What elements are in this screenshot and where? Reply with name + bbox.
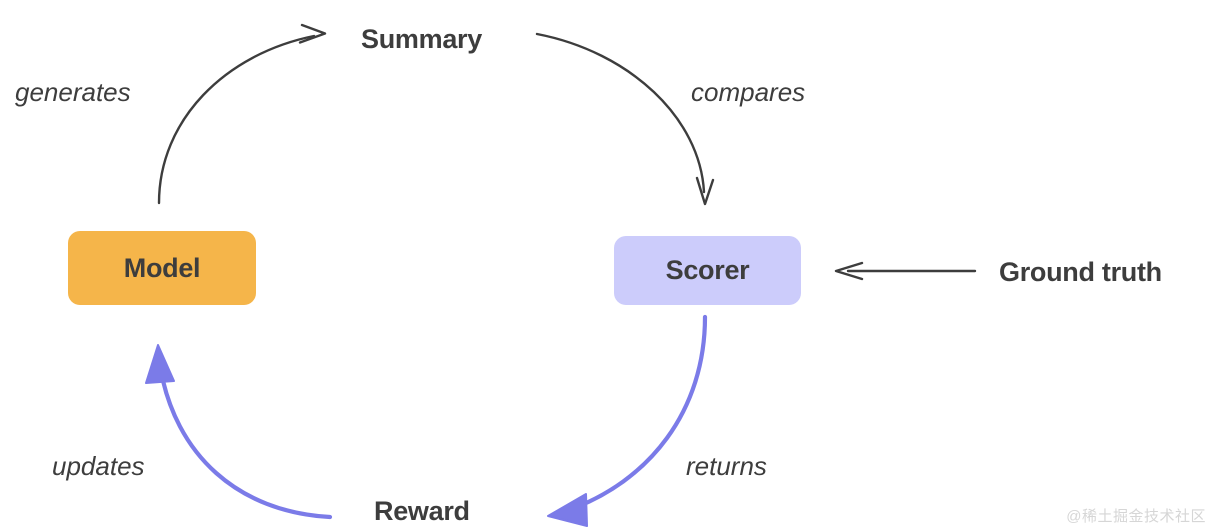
edge-ground-truth-arrow (834, 261, 977, 281)
node-scorer[interactable]: Scorer (614, 236, 801, 305)
edge-label-returns: returns (686, 451, 767, 481)
watermark: @稀土掘金技术社区 (1066, 508, 1206, 525)
edge-returns-arrow (547, 314, 708, 527)
node-reward: Reward (374, 496, 470, 526)
edge-label-generates: generates (15, 77, 131, 107)
edge-generates-arrow (157, 23, 327, 205)
node-model-label: Model (123, 252, 201, 283)
node-ground-truth: Ground truth (999, 257, 1162, 287)
node-scorer-label: Scorer (665, 255, 750, 285)
edge-label-compares: compares (691, 77, 806, 107)
edge-label-updates: updates (52, 451, 145, 481)
edge-updates-arrow (145, 344, 333, 520)
edge-compares-arrow (535, 32, 715, 206)
node-summary: Summary (361, 24, 482, 54)
node-model[interactable]: Model (68, 231, 256, 305)
